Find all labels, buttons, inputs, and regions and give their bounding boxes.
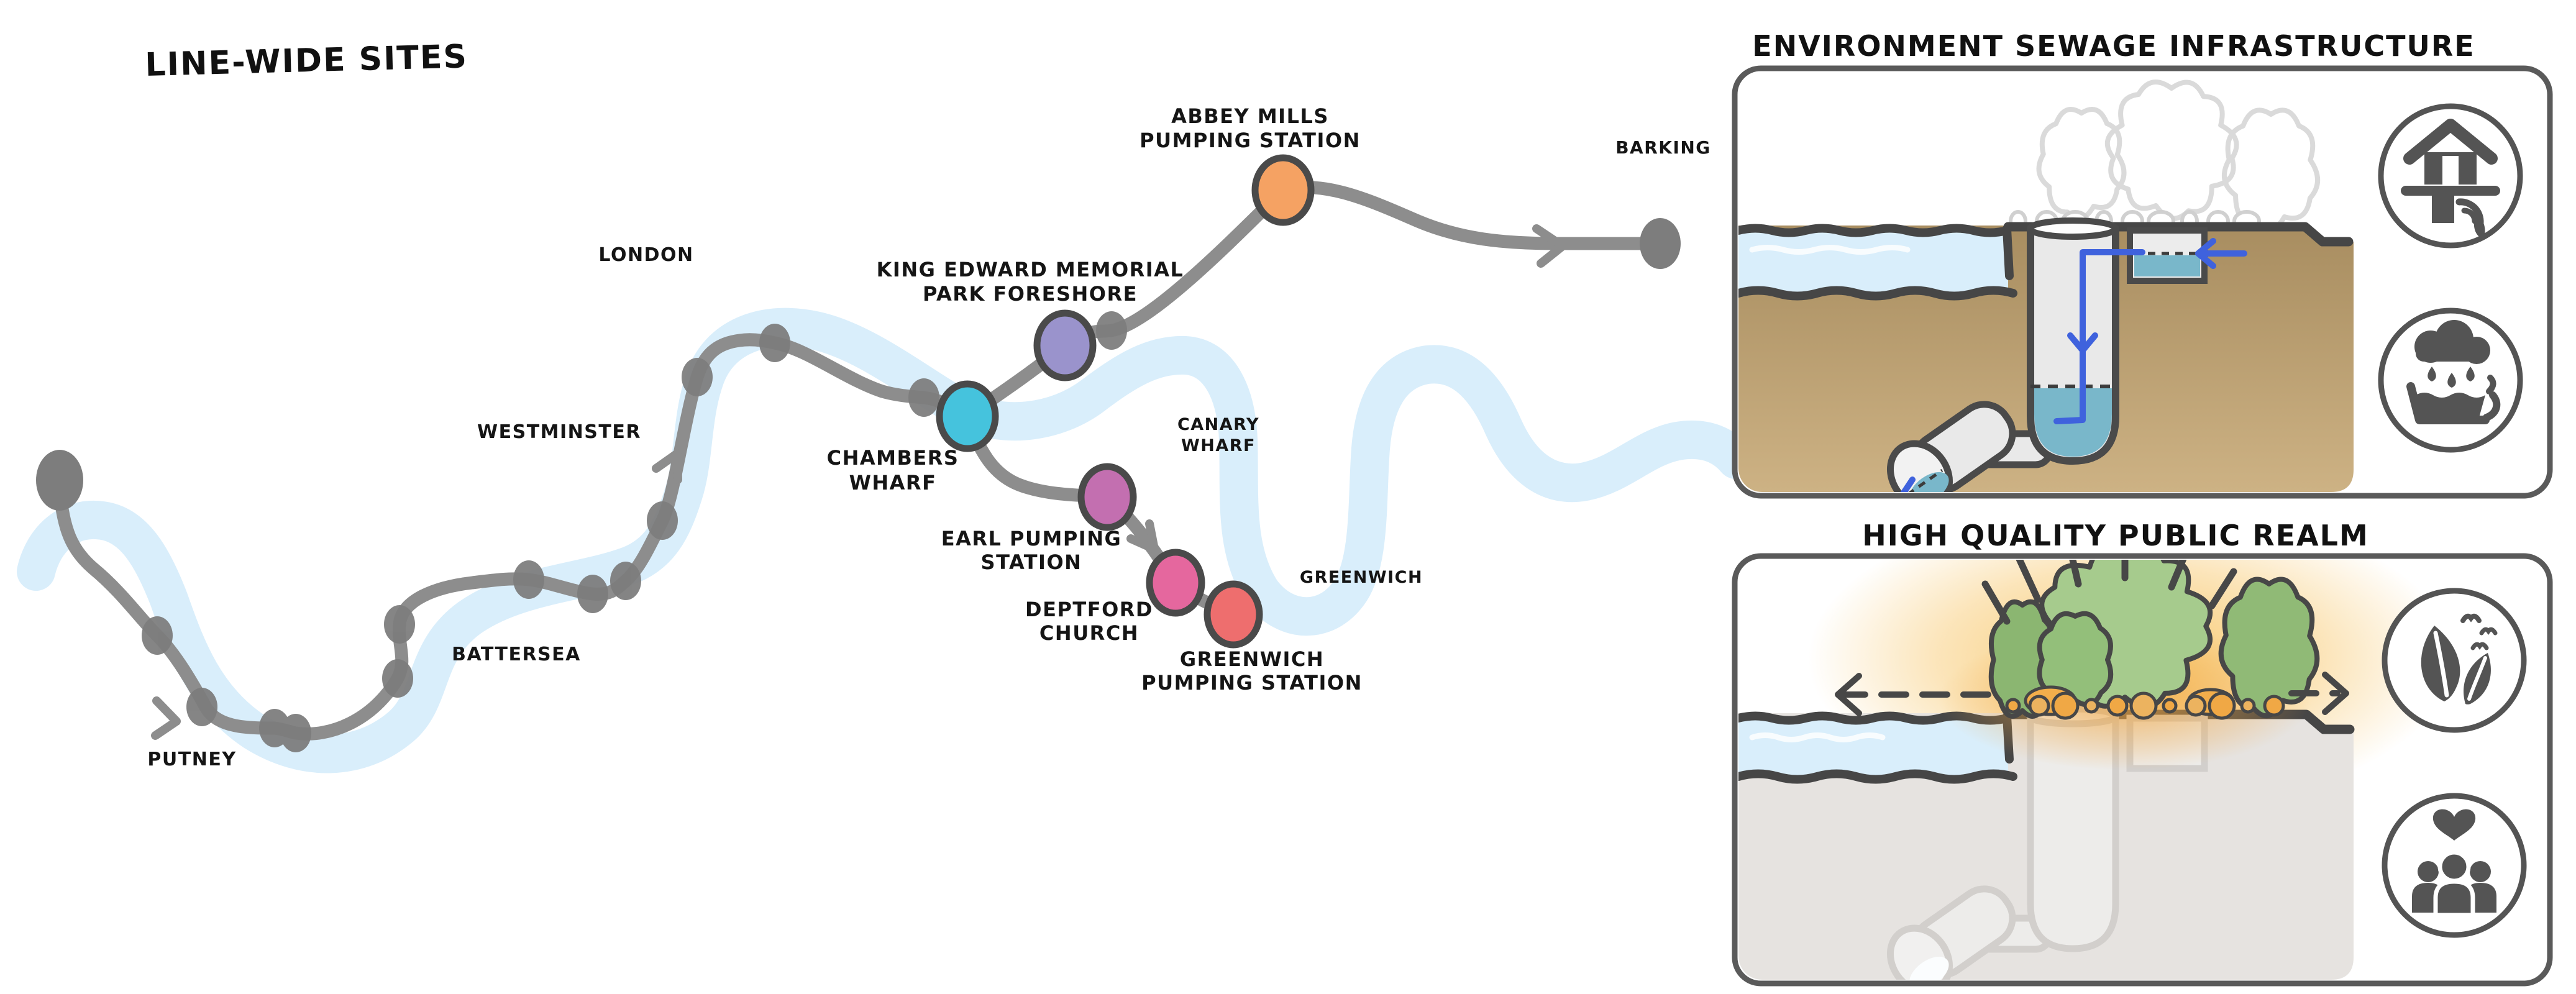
station-earl-pumping (1077, 463, 1137, 531)
route-site-dot (610, 562, 641, 600)
label-westminster: WESTMINSTER (477, 421, 641, 443)
bush-icon (2129, 691, 2158, 720)
label-king-edward-line2: PARK FORESHORE (923, 282, 1138, 306)
sun-ray (1981, 580, 2011, 625)
icon-nature (2382, 588, 2527, 733)
bush-icon (2162, 698, 2178, 714)
nature-leaf-birds-icon (2421, 613, 2498, 704)
label-deptford-church-line2: CHURCH (1039, 621, 1139, 645)
sun-ray (2208, 568, 2237, 609)
map-title: LINE-WIDE SITES (145, 38, 468, 84)
station-king-edward-memorial (1033, 309, 1097, 381)
chamber-water (2134, 255, 2200, 276)
label-greenwich-area: GREENWICH (1300, 568, 1423, 587)
label-earl-pumping-line2: STATION (981, 550, 1082, 574)
label-abbey-mills-line2: PUMPING STATION (1140, 129, 1361, 152)
route-site-dot (513, 560, 544, 599)
river-bed-edge (1738, 286, 2017, 301)
river-highlight (1749, 732, 1886, 742)
river-bed-edge (1738, 769, 2017, 784)
route-direction-arrows (151, 224, 1567, 740)
route-site-dot (142, 616, 173, 655)
label-putney: PUTNEY (147, 749, 236, 770)
flow-arrow-inflow (2195, 238, 2247, 269)
river-cross-section (1738, 229, 2008, 292)
station-abbey-mills (1251, 154, 1315, 226)
panel-public-realm: HIGH QUALITY PUBLIC REALM (1732, 519, 2553, 987)
label-barking: BARKING (1615, 137, 1711, 158)
river-bank-edge (2003, 224, 2014, 280)
label-london: LONDON (598, 244, 693, 266)
label-greenwich-pumping-line1: GREENWICH (1180, 647, 1324, 671)
route-site-dot (382, 659, 413, 698)
sewage-flow-arrows (1878, 238, 2247, 492)
arrow-barking (1532, 224, 1567, 268)
label-canary-wharf-line1: CANARY (1177, 415, 1259, 434)
sun-ray (2016, 560, 2042, 603)
label-earl-pumping-line1: EARL PUMPING (941, 527, 1121, 550)
icon-community (2382, 793, 2527, 938)
river-top-edge (1738, 224, 2011, 237)
sun-ray (2168, 560, 2191, 591)
route-site-dot (577, 575, 608, 613)
ground-surface-line (2003, 222, 2354, 247)
route-site-dot (682, 358, 713, 396)
label-deptford-church-line1: DEPTFORD (1025, 598, 1153, 621)
route-site-dot (186, 688, 217, 726)
arrow-branch-greenwich (1126, 519, 1159, 554)
extent-arrowhead-right (2322, 672, 2349, 715)
label-chambers-wharf-line2: WHARF (849, 471, 937, 495)
label-king-edward-line1: KING EDWARD MEMORIAL (877, 258, 1184, 281)
house-sewage-discharge-icon (2401, 119, 2500, 239)
label-canary-wharf-line2: WHARF (1181, 436, 1256, 455)
route-site-dot (908, 378, 939, 417)
bush-icon (2106, 695, 2129, 717)
bush-icon (2005, 698, 2021, 714)
line-wide-sites-map: LINE-WIDE SITES PUTNEY (17, 38, 1755, 773)
bush-icon (2051, 691, 2080, 720)
icon-house-sewage-discharge (2378, 103, 2523, 248)
station-chambers-wharf (936, 380, 999, 452)
panel-public-realm-title: HIGH QUALITY PUBLIC REALM (1862, 519, 2369, 552)
public-realm-extent-arrow (1835, 672, 2349, 716)
sun-ray (2065, 560, 2082, 588)
station-deptford-church (1146, 549, 1205, 617)
arrow-upstream-westminster (652, 449, 682, 484)
river-highlight (1749, 245, 1911, 255)
bush-icon (2240, 698, 2256, 714)
sun-rays (1981, 560, 2237, 625)
label-battersea: BATTERSEA (452, 644, 581, 665)
route-site-dot (647, 501, 678, 540)
storm-overflow-icon (2406, 320, 2501, 424)
arrow-downstream-putney (151, 696, 181, 740)
label-chambers-wharf-line1: CHAMBERS (827, 446, 959, 470)
bush-icon (2185, 695, 2207, 717)
bush-icon (2083, 698, 2099, 714)
orange-bush-row (2005, 685, 2285, 720)
tree-icon (2218, 577, 2320, 719)
bush-icon (2263, 695, 2285, 717)
route-site-dot (759, 324, 790, 362)
panel-sewage-infrastructure: ENVIRONMENT SEWAGE INFRASTRUCTURE (1732, 29, 2553, 499)
icon-storm-overflow (2378, 308, 2523, 453)
route-end-marker-barking (1640, 218, 1681, 269)
station-greenwich-pumping (1204, 580, 1263, 649)
panel-sewage-title: ENVIRONMENT SEWAGE INFRASTRUCTURE (1752, 29, 2475, 63)
extent-arrowhead-left (1835, 673, 1862, 716)
bush-icon (2208, 691, 2236, 720)
route-site-dot (1096, 311, 1127, 350)
route-site-dot (384, 605, 415, 644)
bush-icon (2028, 695, 2050, 717)
route-site-dots (142, 311, 1127, 752)
community-heart-icon (2412, 809, 2496, 918)
flow-arrow-tunnel-out (1878, 476, 1916, 492)
route-site-dot (280, 714, 311, 752)
shaft-top-rim (2027, 217, 2119, 240)
flow-arrow-down-shaft (2053, 249, 2145, 424)
label-abbey-mills-line1: ABBEY MILLS (1171, 104, 1329, 128)
label-greenwich-pumping-line2: PUMPING STATION (1141, 671, 1363, 695)
route-start-marker (36, 450, 83, 511)
